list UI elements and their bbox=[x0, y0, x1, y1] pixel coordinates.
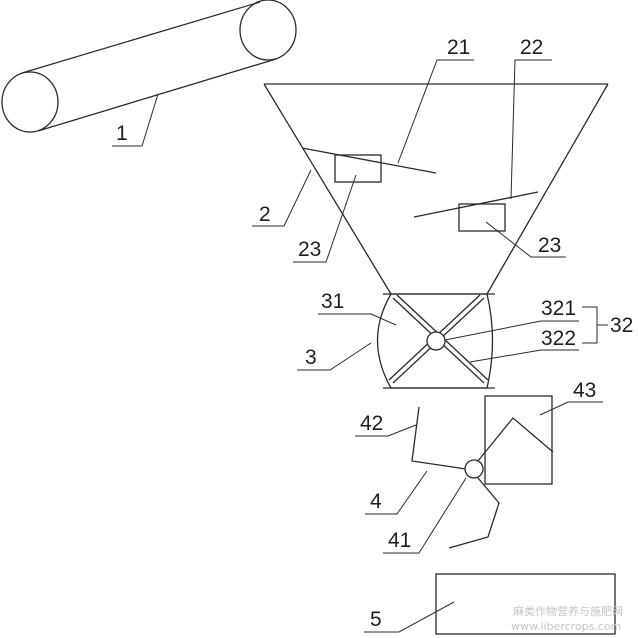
leader-321 bbox=[444, 320, 579, 341]
label-23-left: 23 bbox=[298, 238, 321, 261]
leader-42 bbox=[355, 424, 417, 437]
watermark-line-2: www.libercrops.com bbox=[511, 620, 621, 633]
label-22: 22 bbox=[520, 36, 543, 59]
bracket-32 bbox=[582, 306, 608, 344]
label-21: 21 bbox=[447, 36, 470, 59]
label-3: 3 bbox=[305, 346, 317, 369]
leader-322 bbox=[469, 349, 579, 363]
label-322: 322 bbox=[541, 327, 576, 350]
label-43: 43 bbox=[573, 379, 596, 402]
leader-41 bbox=[383, 477, 467, 554]
label-41: 41 bbox=[388, 529, 411, 552]
label-23-right: 23 bbox=[538, 234, 561, 257]
paddle-wheel-icon bbox=[411, 395, 554, 549]
label-4: 4 bbox=[370, 490, 382, 513]
leader-23-left bbox=[293, 174, 357, 263]
collection-box bbox=[435, 573, 616, 635]
leader-3 bbox=[297, 342, 372, 371]
leader-4 bbox=[365, 470, 428, 515]
baffle-22 bbox=[413, 191, 539, 232]
label-1: 1 bbox=[116, 122, 128, 145]
hopper-icon bbox=[263, 83, 609, 295]
leader-22 bbox=[510, 59, 552, 200]
watermark-line-1: 麻类作物营养与施肥网 bbox=[513, 604, 623, 618]
leader-2 bbox=[252, 169, 312, 227]
leader-31 bbox=[318, 313, 397, 326]
label-321: 321 bbox=[541, 297, 576, 320]
label-2: 2 bbox=[259, 203, 271, 226]
conveyor-belt-icon bbox=[1, 0, 297, 133]
leader-5 bbox=[364, 601, 455, 633]
leader-21 bbox=[397, 59, 474, 164]
leader-1 bbox=[112, 93, 159, 147]
label-31: 31 bbox=[321, 290, 344, 313]
leader-43 bbox=[539, 401, 603, 416]
label-32: 32 bbox=[610, 314, 633, 337]
label-42: 42 bbox=[360, 412, 383, 435]
label-5: 5 bbox=[370, 608, 382, 631]
baffle-21 bbox=[301, 147, 437, 183]
rotor-icon bbox=[376, 293, 495, 389]
leader-23-right bbox=[485, 221, 566, 258]
